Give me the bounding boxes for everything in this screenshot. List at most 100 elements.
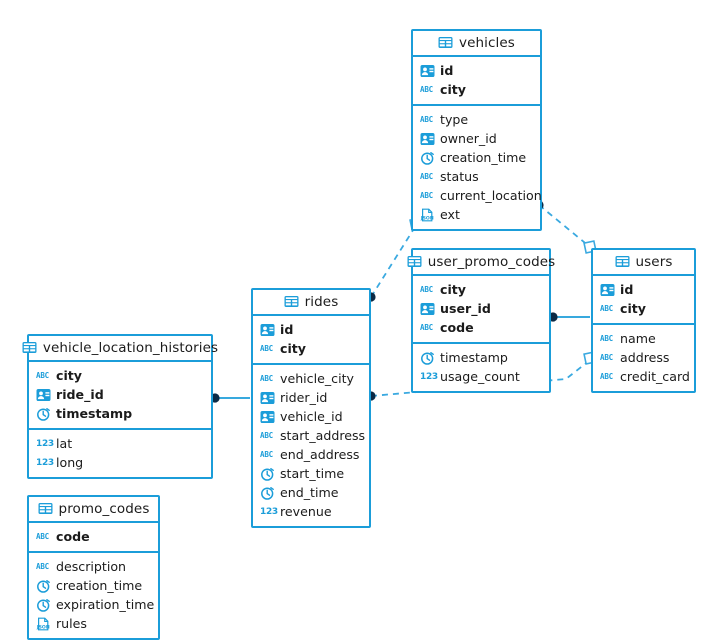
field-name: city xyxy=(280,341,307,356)
primary-key-field[interactable]: timestamp xyxy=(29,404,211,423)
table-header-vehicles[interactable]: vehicles xyxy=(413,31,540,57)
table-header-vehicle_location_histories[interactable]: vehicle_location_histories xyxy=(22,336,218,362)
field-name: id xyxy=(280,322,294,337)
abc-string-icon: ABC xyxy=(260,373,273,383)
relationship-upc-users[interactable] xyxy=(548,312,590,322)
primary-key-field[interactable]: user_id xyxy=(413,299,549,318)
field-name: ride_id xyxy=(56,387,104,402)
table-field[interactable]: expiration_time xyxy=(29,595,158,614)
primary-key-field[interactable]: ride_id xyxy=(29,385,211,404)
table-field[interactable]: creation_time xyxy=(413,148,540,167)
table-field[interactable]: rider_id xyxy=(253,388,369,407)
fields-section: ABC description creation_time expiration_ti… xyxy=(29,553,158,638)
table-title: user_promo_codes xyxy=(427,254,556,270)
table-header-user_promo_codes[interactable]: user_promo_codes xyxy=(407,250,555,276)
table-field[interactable]: ABC description xyxy=(29,557,158,576)
id-card-icon xyxy=(36,388,51,402)
table-header-rides[interactable]: rides xyxy=(253,290,369,316)
field-name: type xyxy=(440,112,469,127)
field-name: lat xyxy=(56,436,73,451)
table-header-users[interactable]: users xyxy=(593,250,694,276)
table-field[interactable]: start_time xyxy=(253,464,369,483)
primary-key-field[interactable]: ABC city xyxy=(253,339,369,358)
abc-string-icon: ABC xyxy=(420,190,433,200)
field-name: expiration_time xyxy=(56,597,155,612)
field-name: user_id xyxy=(440,301,491,316)
table-icon xyxy=(22,341,37,355)
table-icon xyxy=(284,295,299,309)
table-icon xyxy=(38,502,53,516)
field-name: timestamp xyxy=(440,350,508,365)
field-name: credit_card xyxy=(620,369,690,384)
relationship-vlh-rides[interactable] xyxy=(210,393,250,403)
primary-key-field[interactable]: id xyxy=(413,61,540,80)
field-name: city xyxy=(440,82,467,97)
json-icon: JSON xyxy=(420,208,435,222)
table-field[interactable]: ABC current_location xyxy=(413,186,542,205)
table-field[interactable]: end_time xyxy=(253,483,369,502)
abc-string-icon: ABC xyxy=(600,303,613,313)
primary-key-field[interactable]: ABC city xyxy=(413,80,540,99)
field-name: id xyxy=(620,282,634,297)
abc-string-icon: ABC xyxy=(260,343,273,353)
field-name: start_time xyxy=(280,466,345,481)
clock-icon xyxy=(36,407,51,421)
table-field[interactable]: timestamp xyxy=(413,348,549,367)
id-card-icon xyxy=(260,391,275,405)
field-name: current_location xyxy=(440,188,542,203)
primary-key-field[interactable]: id xyxy=(593,280,694,299)
table-field[interactable]: owner_id xyxy=(413,129,540,148)
id-card-icon xyxy=(420,302,435,316)
table-icon xyxy=(407,255,422,269)
relationship-vehicles-users[interactable] xyxy=(534,200,597,254)
id-card-icon xyxy=(600,283,615,297)
id-card-icon xyxy=(420,132,435,146)
primary-key-field[interactable]: id xyxy=(253,320,369,339)
table-field[interactable]: vehicle_id xyxy=(253,407,369,426)
table-icon xyxy=(438,36,453,50)
table-title: vehicles xyxy=(459,35,515,51)
svg-text:JSON: JSON xyxy=(420,215,434,221)
field-name: description xyxy=(56,559,127,574)
abc-string-icon: ABC xyxy=(36,561,49,571)
table-header-promo_codes[interactable]: promo_codes xyxy=(29,497,158,523)
clock-icon xyxy=(260,486,275,500)
table-field[interactable]: creation_time xyxy=(29,576,158,595)
abc-string-icon: ABC xyxy=(260,430,273,440)
abc-string-icon: ABC xyxy=(420,84,433,94)
